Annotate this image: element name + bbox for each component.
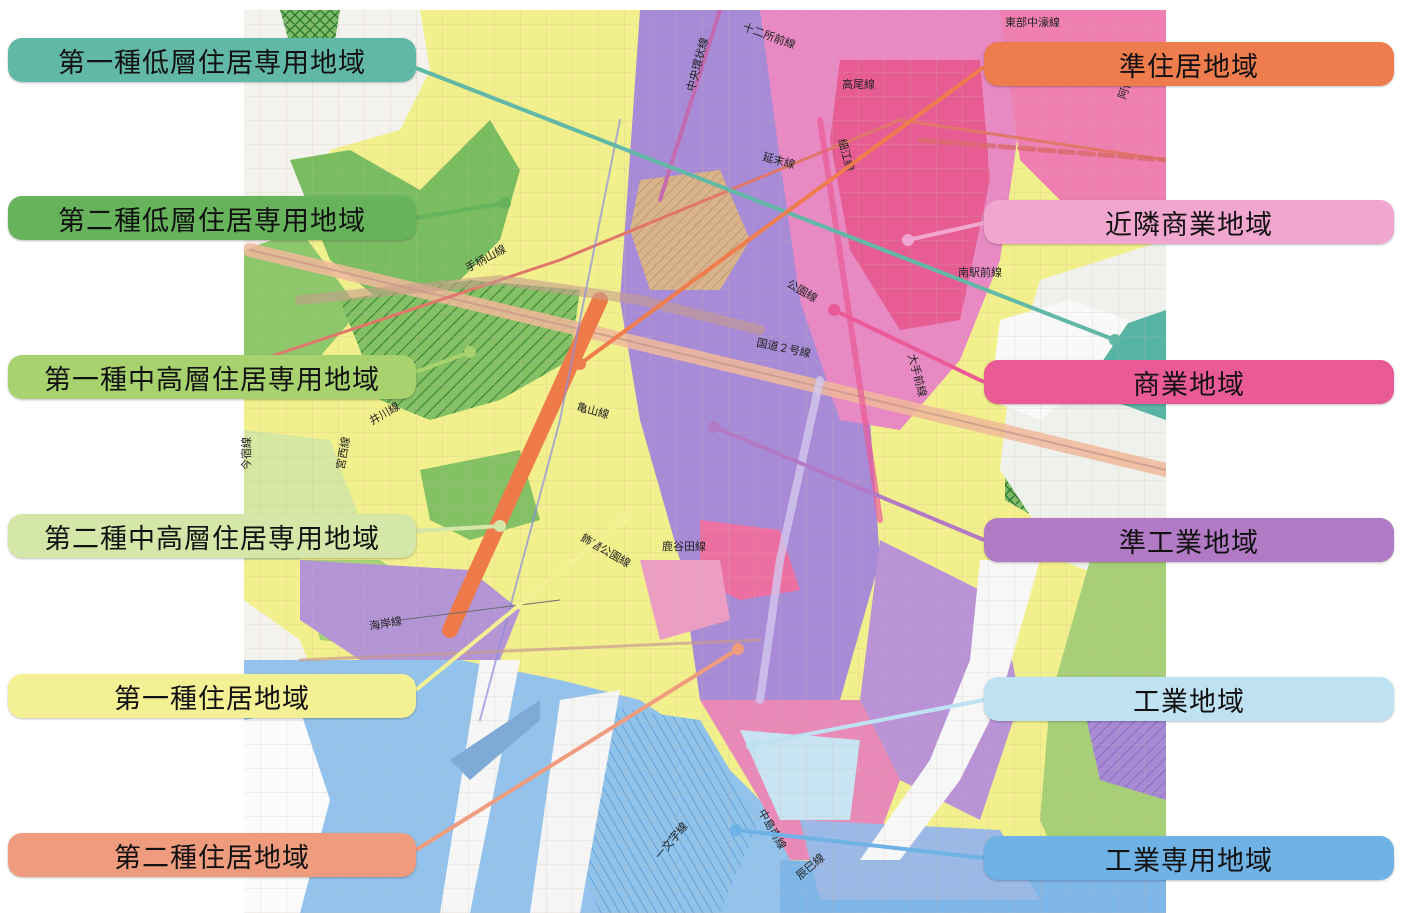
legend-label-lowrise-1: 第一種低層住居専用地域	[8, 38, 416, 82]
legend-label-commercial: 商業地域	[984, 360, 1394, 404]
road-label: 海岸線	[368, 613, 403, 633]
road-label: 高尾線	[842, 77, 875, 91]
leader-lines	[414, 65, 1116, 860]
road-label: 鹿谷田線	[662, 539, 706, 553]
legend-label-residential-1: 第一種住居地域	[8, 674, 416, 718]
legend-label-lowrise-2: 第二種低層住居専用地域	[8, 196, 416, 240]
legend-label-midrise-1: 第一種中高層住居専用地域	[8, 355, 416, 399]
road-label: 宮西線	[333, 436, 353, 471]
leader-dots	[464, 197, 1121, 836]
legend-label-midrise-2: 第二種中高層住居専用地域	[8, 514, 416, 558]
legend-label-residential-2: 第二種住居地域	[8, 833, 416, 877]
legend-label-semi-industrial: 準工業地域	[984, 518, 1394, 562]
legend-label-industrial-exclusive: 工業専用地域	[984, 836, 1394, 880]
road-label: 今宿線	[239, 437, 253, 470]
legend-label-quasi-residential: 準住居地域	[984, 42, 1394, 86]
legend-label-neighborhood-commercial: 近隣商業地域	[984, 200, 1394, 244]
map-area	[244, 10, 1166, 913]
legend-label-industrial: 工業地域	[984, 677, 1394, 721]
road-label: 東部中濠線	[1005, 15, 1060, 29]
road-label: 南駅前線	[958, 265, 1002, 279]
